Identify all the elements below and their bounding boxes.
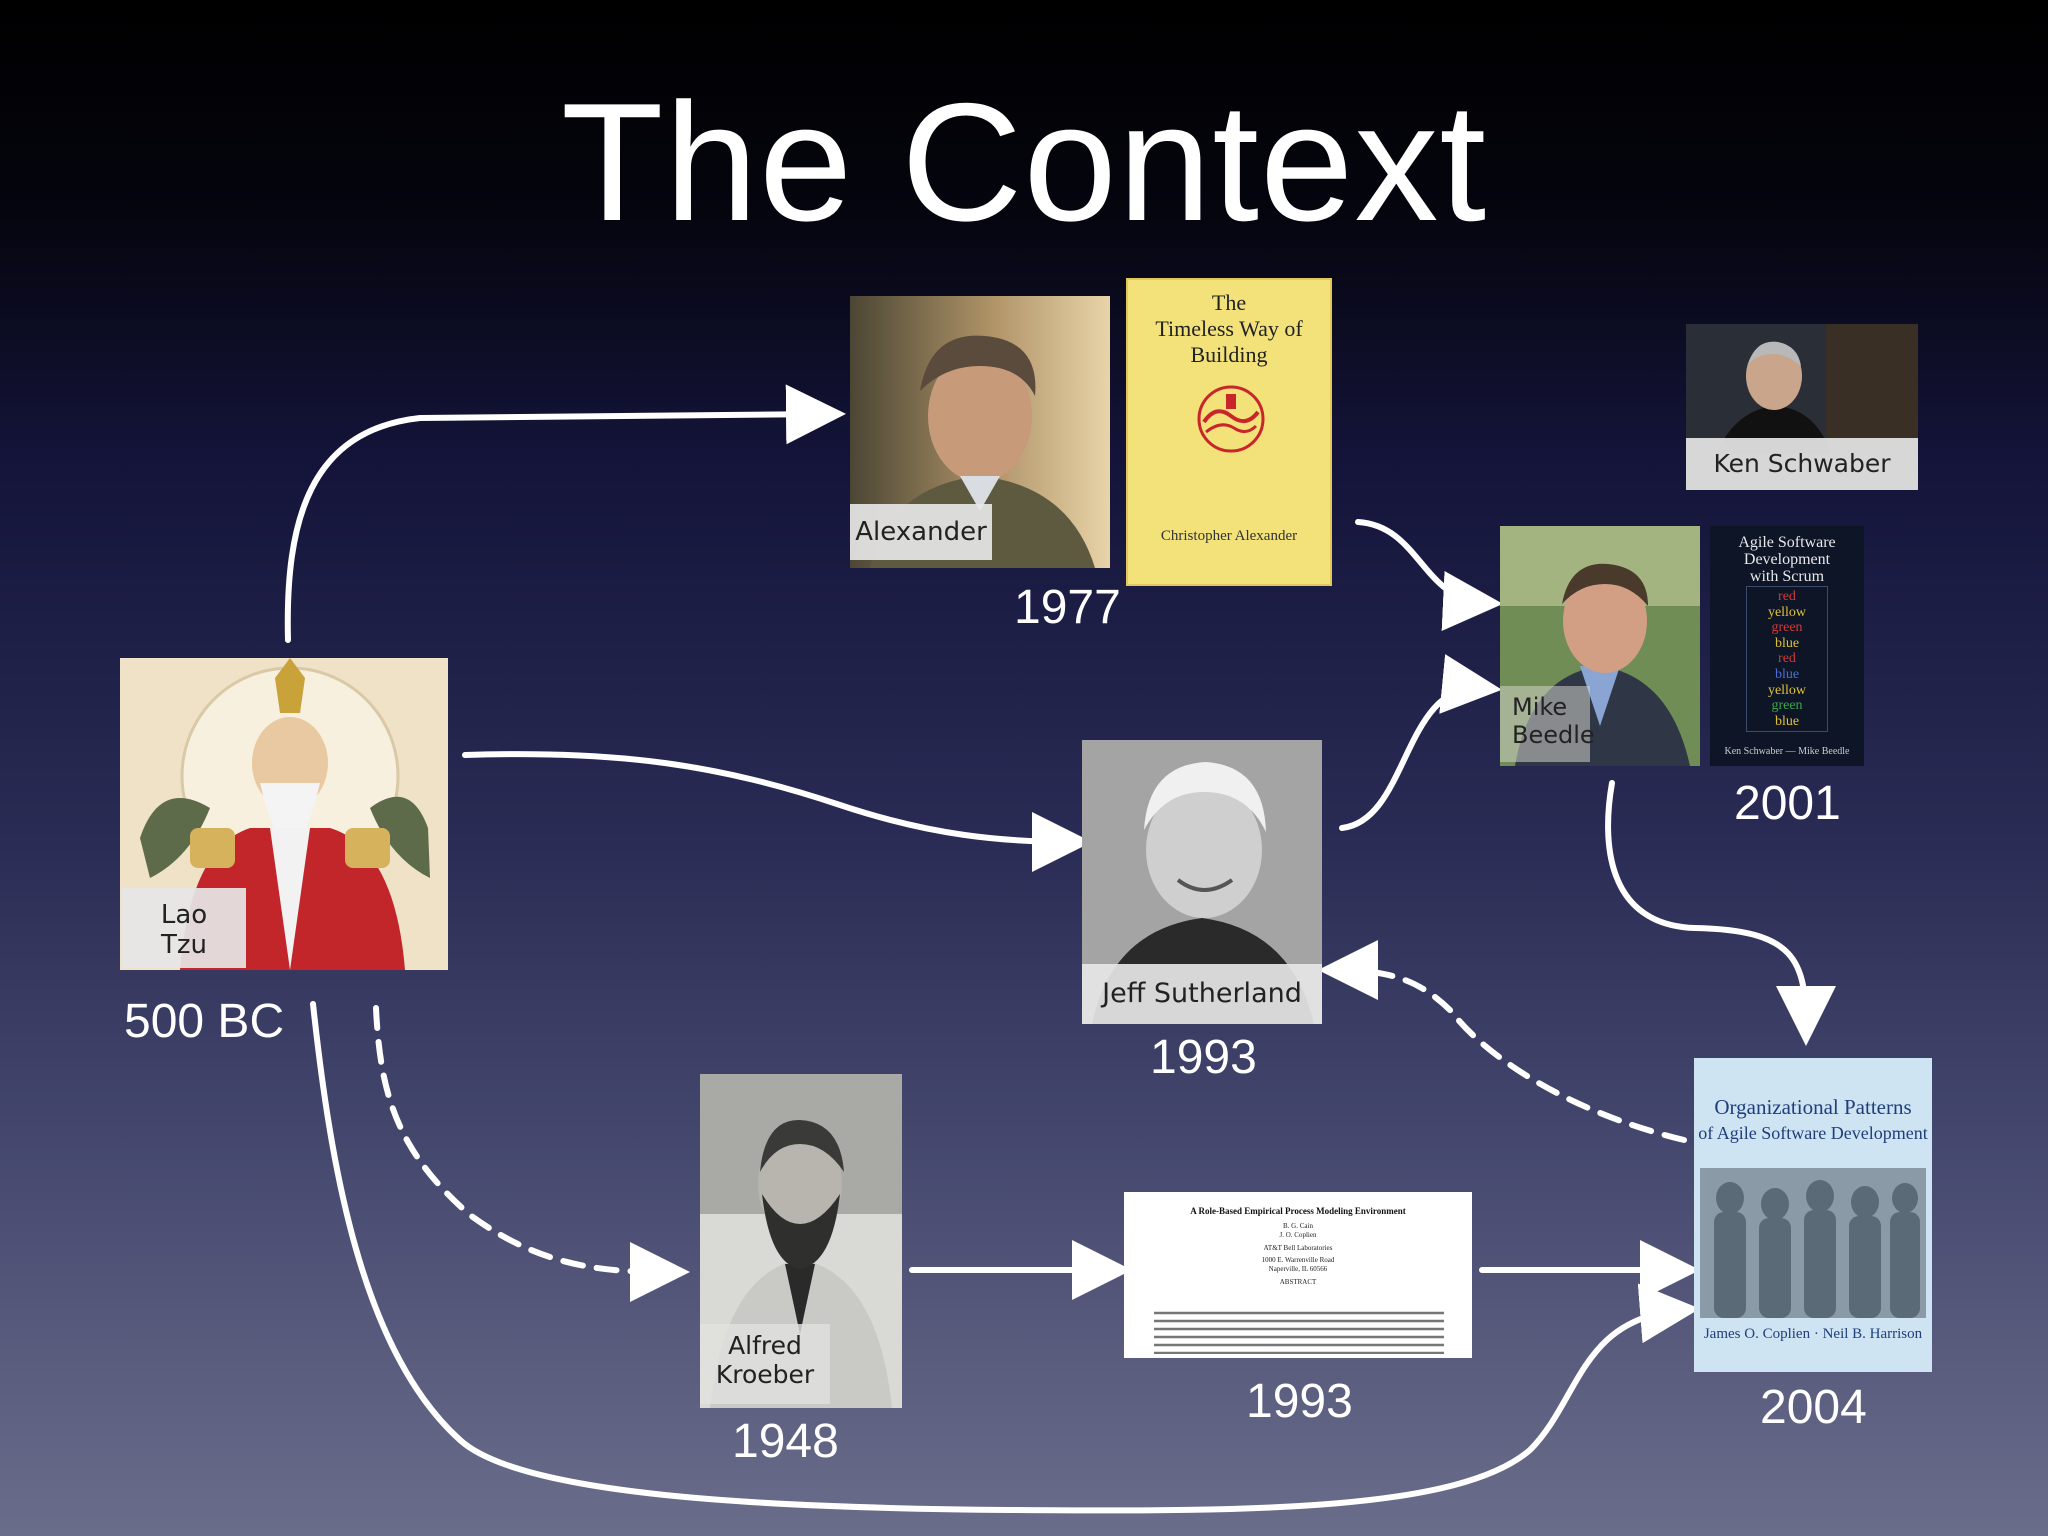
- lao-tzu-portrait: Lao Tzu: [120, 658, 448, 970]
- scrum-book-title: Agile Software Development with Scrum: [1710, 534, 1864, 585]
- ken-schwaber-portrait: Ken Schwaber: [1686, 324, 1918, 490]
- color-word: yellow: [1767, 604, 1807, 620]
- paper-abstract-heading: ABSTRACT: [1279, 1278, 1317, 1286]
- scrum-book-color-words: red yellow green blue red blue yellow gr…: [1746, 586, 1828, 733]
- arrow-laotzu-to-sutherland: [462, 751, 1092, 872]
- arrow-laotzu-to-kroeber: [373, 1005, 690, 1302]
- org-title-line2: of Agile Software Development: [1698, 1123, 1928, 1143]
- org-book-warriors: [1700, 1168, 1926, 1318]
- ken-schwaber-label: Ken Schwaber: [1686, 438, 1918, 490]
- arrow-laotzu-to-org: [310, 1001, 1700, 1514]
- jeff-sutherland-year: 1993: [1150, 1031, 1257, 1084]
- arrow-sutherland-to-beedle: [1339, 654, 1502, 831]
- scrum-book-authors: Ken Schwaber — Mike Beedle: [1724, 746, 1850, 757]
- mike-beedle-portrait: Mike Beedle: [1500, 526, 1700, 766]
- org-title-line1: Organizational Patterns: [1714, 1095, 1912, 1119]
- scrum-title-line2: Development: [1743, 551, 1831, 568]
- arrow-org-to-beedle: [1605, 780, 1836, 1046]
- paper-affiliation: AT&T Bell Laboratories: [1263, 1244, 1333, 1252]
- color-word: red: [1778, 651, 1796, 667]
- timeless-book-emblem: [1197, 385, 1265, 453]
- arrow-alexander-to-beedle: [1355, 519, 1503, 631]
- org-patterns-year: 2004: [1760, 1381, 1867, 1434]
- lao-tzu-label: Lao Tzu: [122, 888, 246, 968]
- alexander-year: 1977: [1014, 581, 1121, 634]
- alfred-kroeber-label-line2: Kroeber: [715, 1359, 815, 1389]
- color-word: blue: [1774, 713, 1800, 729]
- color-word: blue: [1774, 666, 1800, 682]
- timeless-book-author: Christopher Alexander: [1160, 528, 1298, 544]
- paper-address-2: Naperville, IL 60566: [1268, 1265, 1328, 1273]
- arrow-org-to-sutherland: [1318, 940, 1687, 1143]
- color-word: yellow: [1767, 682, 1807, 698]
- lao-tzu-year: 500 BC: [124, 995, 285, 1048]
- mike-beedle-label-line2: Beedle: [1512, 720, 1595, 749]
- paper-address-1: 1000 E. Warrenville Road: [1261, 1256, 1335, 1264]
- paper-header: B. G. Cain J. O. Coplien AT&T Bell Labor…: [1124, 1222, 1472, 1287]
- scrum-title-line3: with Scrum: [1749, 568, 1825, 585]
- timeless-title-line1: The: [1211, 290, 1247, 315]
- org-patterns-book: Organizational Patterns of Agile Softwar…: [1694, 1058, 1932, 1372]
- role-based-paper: A Role-Based Empirical Process Modeling …: [1124, 1192, 1472, 1358]
- color-word: blue: [1774, 635, 1800, 651]
- arrow-laotzu-to-alexander: [284, 384, 846, 643]
- alfred-kroeber-label: Alfred Kroeber: [700, 1324, 830, 1404]
- paper-year: 1993: [1246, 1375, 1353, 1428]
- jeff-sutherland-portrait: Jeff Sutherland: [1082, 740, 1322, 1024]
- timeless-book-title: The Timeless Way of Building: [1128, 290, 1330, 368]
- slide-title: The Context: [560, 68, 1488, 256]
- alexander-portrait: Alexander: [850, 296, 1110, 568]
- alfred-kroeber-label-line1: Alfred: [728, 1331, 802, 1360]
- timeless-title-line3: Building: [1190, 342, 1268, 367]
- mike-beedle-label: Mike Beedle: [1500, 686, 1595, 762]
- timeless-way-book: The Timeless Way of Building Christopher…: [1126, 278, 1332, 586]
- org-book-authors: James O. Coplien · Neil B. Harrison: [1703, 1326, 1923, 1342]
- paper-author-2: J. O. Coplien: [1279, 1231, 1317, 1239]
- lao-tzu-name: Lao Tzu: [160, 900, 208, 960]
- jeff-sutherland-label: Jeff Sutherland: [1082, 964, 1322, 1024]
- alfred-kroeber-year: 1948: [732, 1415, 839, 1468]
- color-word: red: [1778, 589, 1796, 604]
- mike-beedle-label-line1: Mike: [1512, 693, 1568, 721]
- scrum-title-line1: Agile Software: [1738, 534, 1836, 551]
- color-word: green: [1771, 698, 1803, 714]
- alexander-label: Alexander: [850, 504, 992, 560]
- org-book-title: Organizational Patterns of Agile Softwar…: [1694, 1094, 1932, 1146]
- mike-beedle-year: 2001: [1734, 777, 1841, 830]
- paper-author-1: B. G. Cain: [1283, 1222, 1313, 1230]
- timeless-title-line2: Timeless Way of: [1155, 316, 1303, 341]
- alfred-kroeber-portrait: Alfred Kroeber: [700, 1074, 902, 1408]
- paper-body-text: [1154, 1311, 1444, 1354]
- paper-title: A Role-Based Empirical Process Modeling …: [1190, 1206, 1406, 1216]
- scrum-book: Agile Software Development with Scrum re…: [1710, 526, 1864, 766]
- color-word: green: [1771, 620, 1803, 636]
